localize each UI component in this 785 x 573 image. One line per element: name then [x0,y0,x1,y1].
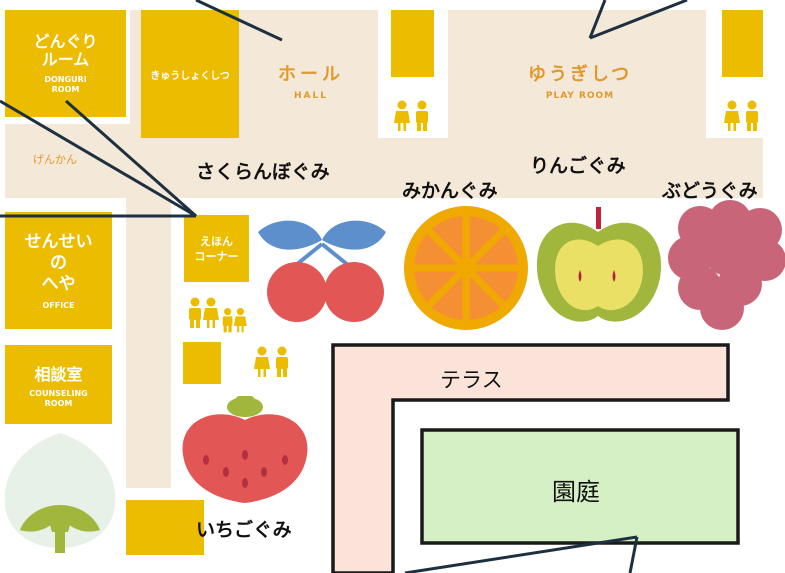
leader-lines [0,0,688,573]
apple-icon [536,207,662,322]
orange-icon [404,206,528,330]
storage-bottom [126,500,204,555]
cherry-icon [258,220,386,322]
donguri-label-jp: どんぐりルーム [33,31,98,69]
hall-label-jp: ホール [278,64,344,85]
class-label-ichigo: いちごぐみ [196,519,292,541]
office-room: せんせいのへや OFFICE [5,212,112,329]
terrace [331,343,730,573]
play-room: ゆうぎしつ PLAY ROOM [500,60,660,101]
terrace-label: テラス [440,368,503,392]
office-label-en: OFFICE [42,300,75,310]
class-label-ringo: りんごぐみ [530,155,626,177]
storage-small [183,342,221,384]
ehon-corner: えほんコーナー [184,215,249,282]
west-corridor [126,180,171,488]
playroom-label-en: PLAY ROOM [545,91,615,101]
storage-hall [391,10,434,77]
toilet-icon [189,297,219,328]
strawberry-icon [182,396,308,503]
hall-room: ホール HALL [256,60,366,101]
class-label-mikan: みかんぐみ [402,180,498,202]
class-label-sakuranbo: さくらんぼぐみ [196,161,330,183]
garden-label: 園庭 [552,478,600,506]
office-label-jp: せんせいのへや [24,231,93,294]
grape-icon [668,200,785,330]
playroom-label-jp: ゆうぎしつ [528,64,632,85]
genkan-area: げんかん [5,124,130,198]
toilet-icon [724,100,758,131]
genkan-label: げんかん [33,153,77,166]
toilet-icon [254,346,288,377]
ehon-label: えほんコーナー [194,234,239,263]
counseling-label-jp: 相談室 [34,364,83,384]
garden [420,428,740,545]
hall-label-en: HALL [294,91,328,101]
class-label-budou: ぶどうぐみ [662,180,758,202]
kyushoku-label: きゅうしょくしつ [150,70,230,82]
toilet-icon [222,308,247,333]
kyushoku-room: きゅうしょくしつ [141,10,239,138]
toilet-icon [394,100,428,131]
peach-icon [4,433,116,553]
storage-play [722,10,763,77]
